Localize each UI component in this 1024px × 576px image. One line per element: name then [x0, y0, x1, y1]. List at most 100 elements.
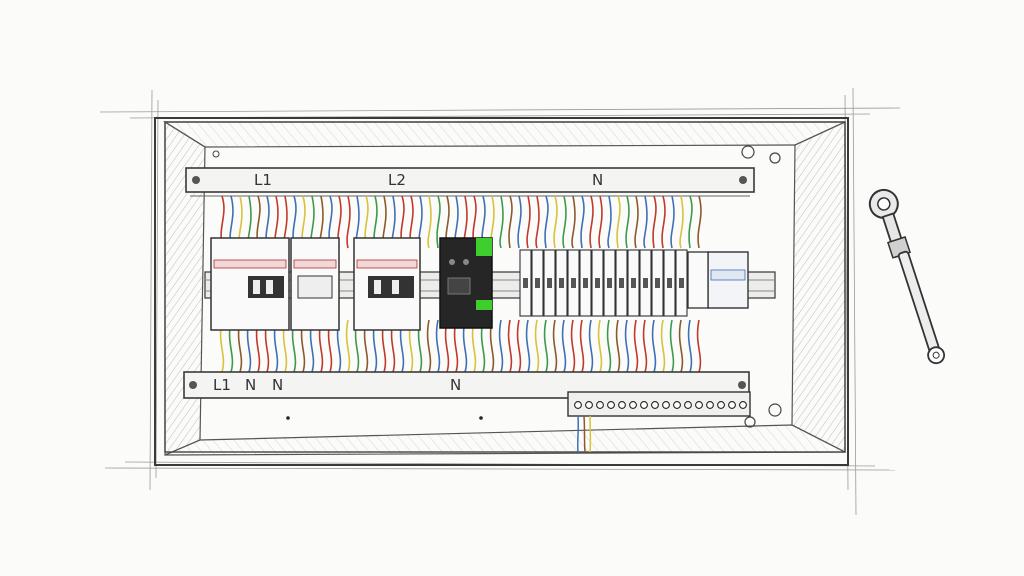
wire	[643, 195, 648, 249]
mcb-toggle	[607, 278, 612, 288]
wire	[427, 195, 432, 249]
wire	[669, 319, 675, 373]
incoming-feed-wires	[576, 415, 592, 453]
wire	[651, 319, 657, 373]
top-busbar-label-l1: L1	[254, 171, 272, 189]
wire	[426, 319, 432, 373]
bottom-busbar-label-l1: L1	[213, 376, 231, 394]
wire	[534, 319, 540, 373]
rcd-device-3	[353, 237, 421, 331]
rcd-device-2	[290, 237, 340, 331]
wire	[607, 195, 612, 249]
wire	[552, 319, 558, 373]
mcb-row	[519, 249, 688, 317]
wire	[435, 319, 441, 373]
wire	[661, 195, 666, 249]
wire	[571, 195, 576, 249]
terminal-screw	[618, 401, 626, 409]
contactor	[439, 237, 493, 329]
wire	[436, 195, 441, 249]
wire	[580, 195, 585, 249]
wire	[624, 319, 630, 373]
meter-module	[687, 251, 749, 309]
terminal-screw	[596, 401, 604, 409]
wire	[508, 195, 513, 249]
wire	[688, 195, 693, 249]
wire	[589, 195, 594, 249]
rcd-device-1	[210, 237, 290, 331]
wire	[633, 319, 639, 373]
wire	[679, 195, 684, 249]
terminal-screw	[607, 401, 615, 409]
terminal-screw	[651, 401, 659, 409]
wire	[616, 195, 621, 249]
mark-dot	[286, 416, 290, 420]
terminal-screw	[629, 401, 637, 409]
mcb-toggle	[571, 278, 576, 288]
wire	[561, 319, 567, 373]
bottom-busbar-label-n-center: N	[450, 376, 462, 394]
mcb-toggle	[523, 278, 528, 288]
wire	[516, 319, 522, 373]
ratchet-wrench-icon	[868, 188, 946, 365]
wire	[615, 319, 621, 373]
terminal-screw	[640, 401, 648, 409]
wire	[544, 195, 549, 249]
wire	[498, 319, 504, 373]
wire	[526, 195, 531, 249]
mcb-toggle	[643, 278, 648, 288]
wire	[678, 319, 684, 373]
wire	[652, 195, 657, 249]
mcb-toggle	[535, 278, 540, 288]
wire	[634, 195, 639, 249]
wire	[507, 319, 513, 373]
wire	[570, 319, 576, 373]
terminal-screw	[695, 401, 703, 409]
top-busbar-label-l2: L2	[388, 171, 406, 189]
wire	[696, 319, 702, 373]
wire	[499, 195, 504, 249]
wire	[670, 195, 675, 249]
wire	[579, 319, 585, 373]
wire	[543, 319, 549, 373]
bottom-busbar-label-n2: N	[272, 376, 284, 394]
mcb-toggle	[619, 278, 624, 288]
wire	[346, 195, 351, 249]
mcb-toggle	[655, 278, 660, 288]
wire	[525, 319, 531, 373]
mcb-toggle	[679, 278, 684, 288]
wire	[345, 319, 351, 373]
terminal-screw	[728, 401, 736, 409]
wire	[588, 319, 594, 373]
wire	[606, 319, 612, 373]
wire	[535, 195, 540, 249]
wire	[562, 195, 567, 249]
terminal-screw	[706, 401, 714, 409]
wire	[553, 195, 558, 249]
terminal-screw	[739, 401, 747, 409]
mcb-toggle	[595, 278, 600, 288]
top-busbar	[185, 167, 755, 197]
mark-dot	[479, 416, 483, 420]
mcb-toggle	[667, 278, 672, 288]
wire	[598, 195, 603, 249]
wire	[687, 319, 693, 373]
terminal-screw	[574, 401, 582, 409]
wiring-lower	[219, 319, 702, 373]
wire	[660, 319, 666, 373]
terminal-block	[567, 391, 751, 417]
terminal-screw	[717, 401, 725, 409]
mcb-toggle	[547, 278, 552, 288]
wire	[517, 195, 522, 249]
wire	[625, 195, 630, 249]
terminal-screw	[585, 401, 593, 409]
terminal-screw	[684, 401, 692, 409]
wire	[642, 319, 648, 373]
bottom-busbar-label-n1: N	[245, 376, 257, 394]
terminal-screw	[662, 401, 670, 409]
mcb-toggle	[583, 278, 588, 288]
terminal-screw	[673, 401, 681, 409]
wire	[697, 195, 702, 249]
